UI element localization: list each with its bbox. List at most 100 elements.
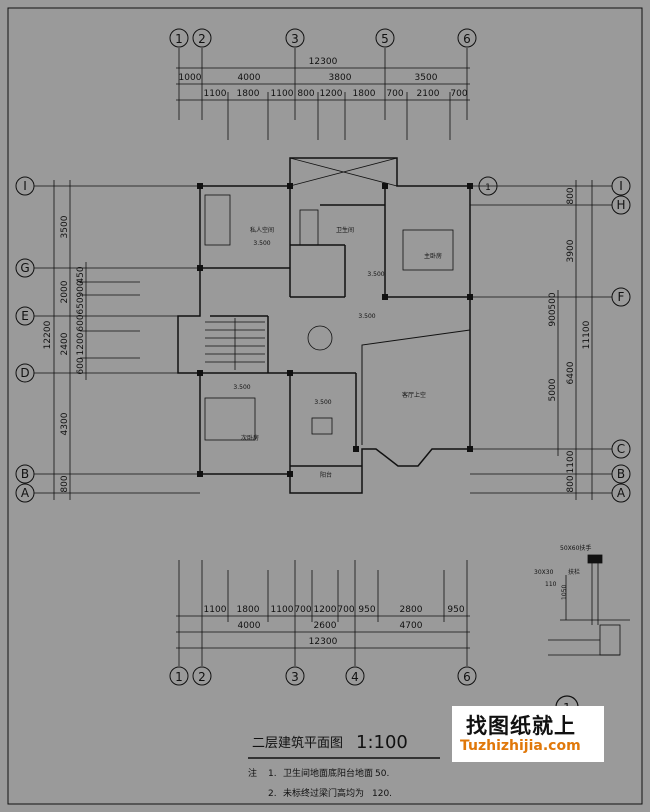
top-axis-bubbles: 1 2 3 5 6 [169, 28, 477, 48]
left-dim-4: 800 [60, 475, 70, 492]
bottom-axis-bubbles: 1 2 3 4 6 [169, 666, 477, 686]
right-axis-H: H [616, 198, 625, 212]
drawing-scale: 1:100 [356, 732, 408, 753]
top-dim-r3-6: 700 [386, 89, 403, 99]
left-axis-bubbles: I G E D B A [15, 176, 35, 503]
bottom-axis-1: 1 [175, 670, 183, 684]
note-1-num: 1. [268, 769, 277, 779]
room-label-private: 私人空间 [250, 226, 274, 234]
left-axis-A: A [21, 486, 30, 500]
top-overall-dim: 12300 [309, 57, 338, 67]
left-inner-3: 600 [76, 314, 86, 331]
left-dim-3: 4300 [60, 412, 70, 435]
left-dim-2: 2400 [60, 332, 70, 355]
top-axis-1: 1 [175, 32, 183, 46]
top-dimensions [176, 48, 470, 140]
right-axis-B: B [617, 467, 625, 481]
void-outline [361, 329, 471, 445]
note-2-text: 未标终过梁门高均为 [283, 787, 364, 799]
note-2-num: 2. [268, 789, 277, 799]
left-inner-4: 1200 [76, 332, 86, 355]
bottom-dim-r1-1: 1800 [237, 605, 260, 615]
left-dim-1: 2000 [60, 280, 70, 303]
left-axis-I: I [23, 179, 27, 193]
left-overall-dim: 12200 [43, 320, 53, 349]
watermark-logo: 找图纸就上 Tuzhizhijia.com [452, 706, 604, 762]
stair-treads [205, 318, 265, 370]
top-dim-r3-3: 800 [297, 89, 314, 99]
right-axis-F: F [618, 290, 625, 304]
right-dim-0: 800 [566, 187, 576, 204]
room-label-master: 主卧房 [424, 252, 442, 260]
right-dim-1: 3900 [566, 239, 576, 262]
room-elev-master: 3.500 [367, 271, 384, 278]
bottom-axis-2: 2 [198, 670, 206, 684]
columns [197, 183, 473, 477]
room-label-balcony: 阳台 [320, 471, 332, 479]
bottom-dim-r2-1: 2600 [314, 621, 337, 631]
detail-baluster: 30X30 [534, 569, 554, 576]
left-axis-B: B [21, 467, 29, 481]
bottom-dim-r1-2: 1100 [271, 605, 294, 615]
room-label-bath: 卫生间 [336, 226, 354, 234]
top-dim-r2-2: 3800 [329, 73, 352, 83]
top-dim-r3-4: 1200 [320, 89, 343, 99]
right-dimensions [470, 180, 612, 500]
right-inner-1: 500 [548, 292, 558, 309]
logo-cn-text: 找图纸就上 [466, 714, 576, 738]
logo-en-text: Tuzhizhijia.com [460, 738, 581, 754]
left-dim-0: 3500 [60, 215, 70, 238]
right-axis-I: I [619, 179, 623, 193]
top-dim-r3-8: 700 [450, 89, 467, 99]
top-axis-2: 2 [198, 32, 206, 46]
left-dimensions [34, 180, 200, 500]
bottom-dimensions [176, 560, 470, 666]
detail-baluster-note: 扶栏 [568, 568, 580, 576]
bottom-dim-r1-4: 1200 [314, 605, 337, 615]
left-inner-2: 650 [76, 297, 86, 314]
bottom-dim-r2-0: 4000 [238, 621, 261, 631]
bottom-dim-r1-3: 700 [294, 605, 311, 615]
callout-number: 1 [485, 183, 491, 193]
room-elev-private: 3.500 [253, 240, 270, 247]
detail-height: 1050 [561, 585, 568, 600]
bottom-dim-r1-6: 950 [358, 605, 375, 615]
bottom-axis-4: 4 [351, 670, 359, 684]
detail-handrail: 50X60扶手 [560, 544, 591, 552]
top-dim-r3-5: 1800 [353, 89, 376, 99]
drawing-title: 二层建筑平面图 [252, 735, 343, 751]
top-dim-r3-2: 1100 [271, 89, 294, 99]
left-inner-5: 600 [76, 357, 86, 374]
top-dim-r2-0: 1000 [179, 73, 202, 83]
room-label-void: 客厅上空 [402, 391, 426, 399]
bottom-axis-6: 6 [463, 670, 471, 684]
room-elev-second: 3.500 [233, 384, 250, 391]
right-dim-2: 6400 [566, 361, 576, 384]
notes-prefix: 注 [248, 767, 257, 779]
top-axis-5: 5 [381, 32, 389, 46]
bottom-dim-r2-2: 4700 [400, 621, 423, 631]
bottom-dim-r1-7: 2800 [400, 605, 423, 615]
bottom-overall-dim: 12300 [309, 637, 338, 647]
top-dim-r2-1: 4000 [238, 73, 261, 83]
elev-hall: 3.500 [358, 313, 375, 320]
bottom-dim-r1-8: 950 [447, 605, 464, 615]
elev-study: 3.500 [314, 399, 331, 406]
note-1-value: 50. [375, 769, 389, 779]
note-2-value: 120. [372, 789, 392, 799]
top-dim-r3-7: 2100 [417, 89, 440, 99]
left-inner-1: 900 [76, 280, 86, 297]
bottom-dim-r1-5: 700 [337, 605, 354, 615]
right-axis-A: A [617, 486, 626, 500]
railing-detail [548, 554, 630, 656]
right-inner-0: 900 [548, 309, 558, 326]
bottom-axis-3: 3 [291, 670, 299, 684]
callout-circle [478, 176, 498, 196]
right-dim-4: 800 [566, 475, 576, 492]
right-axis-bubbles: I H F C B A [611, 176, 631, 503]
right-overall-dim: 11100 [582, 320, 592, 349]
left-axis-G: G [20, 261, 29, 275]
top-dim-r2-3: 3500 [415, 73, 438, 83]
